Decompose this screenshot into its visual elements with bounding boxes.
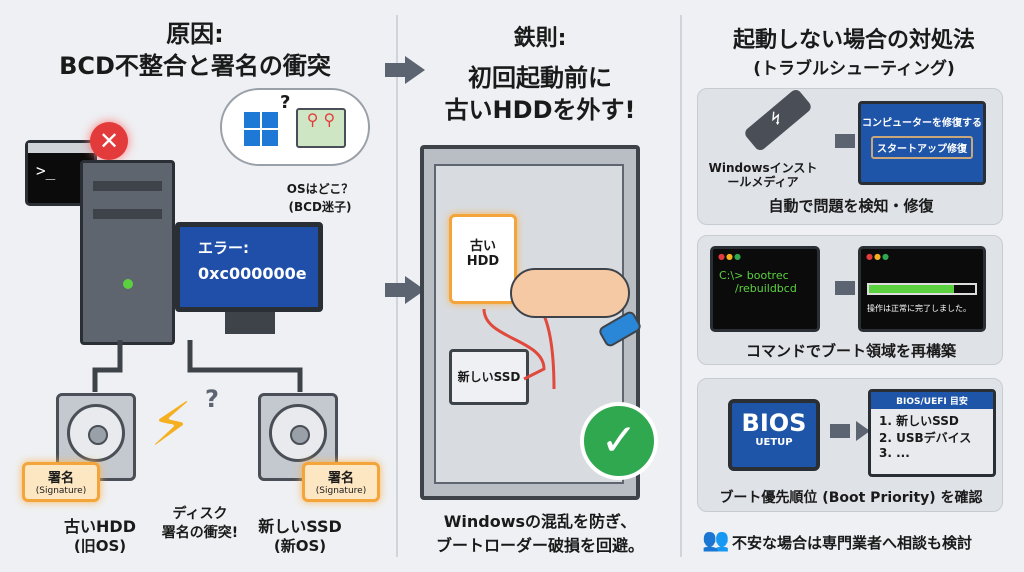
panel2-caption: コマンドでブート領域を再構築	[745, 342, 956, 360]
left-title-line1: 原因:	[166, 20, 224, 48]
chip-big: BIOS	[741, 409, 807, 437]
bios-chip-icon: BIOS UETUP	[728, 399, 820, 471]
cmd-window: ●●● C:\> bootrec /rebuildbcd	[710, 246, 820, 332]
left-title-line2: BCD不整合と署名の衝突	[59, 52, 331, 80]
chip-small: UETUP	[755, 437, 793, 448]
cmd-line2: /rebuildbcd	[735, 282, 797, 295]
terminal-prompt: >_	[36, 161, 56, 180]
signature-en: (Signature)	[315, 486, 367, 496]
question-mark: ?	[280, 92, 291, 113]
bcd-lost-text: (BCD迷子)	[288, 200, 352, 214]
startup-repair-button[interactable]: スタートアップ修復	[871, 136, 973, 159]
menu-title: BIOS/UEFI 目安	[871, 392, 993, 409]
boot-item-3[interactable]: 3. ...	[879, 446, 910, 460]
panel-startup-repair: ⭍ Windowsインストールメディア コンピューターを修復する スタートアップ…	[697, 87, 1003, 225]
conflict-line2: 署名の衝突!	[161, 525, 239, 541]
signature-label: 署名	[327, 471, 354, 486]
arrow-right-icon	[830, 421, 870, 441]
error-x-icon: ✕	[90, 122, 128, 160]
middle-footer-line1: Windowsの混乱を防ぎ、	[443, 512, 637, 531]
progress-bar	[867, 283, 977, 295]
result-window: ●●● 操作は正常に完了しました。	[858, 246, 986, 332]
conflict-question: ?	[205, 385, 219, 413]
new-signature-badge: 署名 (Signature)	[302, 462, 380, 502]
right-title-line1: 起動しない場合の対処法	[732, 28, 975, 53]
error-code: 0xc000000e	[198, 264, 307, 283]
signature-label: 署名	[47, 471, 74, 486]
check-icon: ✓	[580, 402, 658, 480]
old-signature-badge: 署名 (Signature)	[22, 462, 100, 502]
conflict-line1: ディスク	[172, 506, 228, 522]
new-ssd-in-case: 新しいSSD	[449, 349, 529, 405]
middle-title-line1: 鉄則:	[513, 26, 567, 51]
new-ssd-label: 新しいSSD	[258, 517, 342, 536]
monitor-stand	[225, 312, 275, 334]
repair-title: コンピューターを修復する	[862, 118, 982, 129]
boot-item-2[interactable]: 2. USBデバイス	[879, 431, 972, 445]
consultation-icon: 👥	[702, 528, 730, 553]
thought-cloud: ? ⚲ ⚲	[220, 88, 370, 166]
repair-screen: コンピューターを修復する スタートアップ修復	[858, 101, 986, 185]
hand-illustration	[510, 268, 630, 318]
panel1-caption: 自動で問題を検知・修復	[768, 197, 934, 215]
panel3-caption: ブート優先順位 (Boot Priority) を確認	[719, 490, 983, 506]
old-hdd-in-case: 古い HDD	[449, 214, 517, 304]
os-where-text: OSはどこ？	[286, 182, 354, 196]
boot-item-1[interactable]: 1. 新しいSSD	[879, 414, 959, 428]
right-title-line2: (トラブルシューティング)	[753, 59, 955, 79]
middle-title-line3: 古いHDDを外す!	[444, 96, 636, 124]
usb-drive-icon: ⭍	[742, 87, 814, 153]
advice-text: 不安な場合は専門業者へ相談も検討	[732, 534, 973, 552]
map-icon: ⚲ ⚲	[296, 108, 346, 148]
pc-tower-icon	[80, 160, 175, 345]
monitor-error-screen: エラー: 0xc000000e	[175, 222, 323, 312]
media-label: Windowsインストールメディア	[708, 161, 818, 189]
boot-menu: BIOS/UEFI 目安 1. 新しいSSD 2. USBデバイス 3. ...	[868, 389, 996, 477]
cmd-line1: C:\> bootrec	[719, 269, 789, 282]
lightning-icon: ⚡	[150, 390, 193, 460]
arrow-right-icon	[385, 56, 425, 84]
signature-en: (Signature)	[35, 486, 87, 496]
middle-footer-line2: ブートローダー破損を回避。	[435, 536, 644, 555]
divider	[680, 15, 682, 557]
new-os-label: (新OS)	[273, 537, 327, 555]
cables	[92, 340, 303, 392]
old-os-label: (旧OS)	[73, 537, 127, 555]
panel-bootrec: ●●● C:\> bootrec /rebuildbcd ●●● 操作は正常に完…	[697, 235, 1003, 365]
error-label: エラー:	[198, 239, 249, 257]
success-message: 操作は正常に完了しました。	[867, 304, 971, 313]
middle-title-line2: 初回起動前に	[468, 64, 612, 92]
windows-logo-icon	[244, 112, 278, 146]
old-hdd-label: 古いHDD	[64, 517, 136, 536]
panel-bios: BIOS UETUP BIOS/UEFI 目安 1. 新しいSSD 2. USB…	[697, 378, 1003, 512]
